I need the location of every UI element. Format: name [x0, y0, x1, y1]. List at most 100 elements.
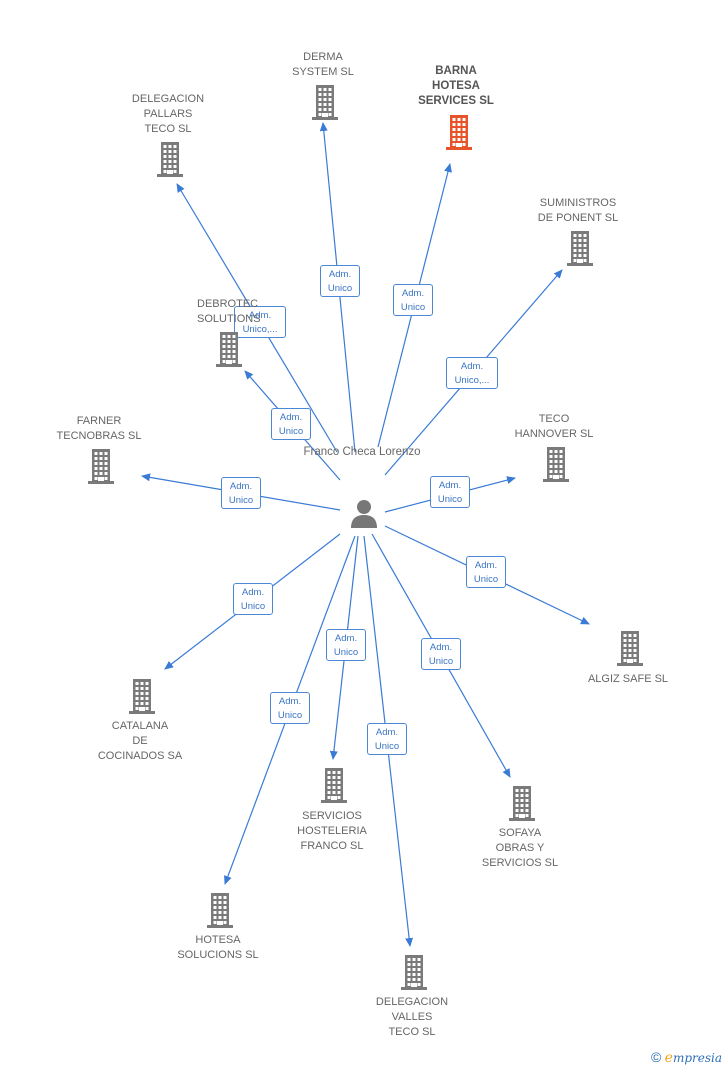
- company-name-line: TECO: [538, 413, 570, 425]
- company-name-line: SOFAYA: [498, 827, 542, 839]
- role-badge-line: Unico,...: [454, 375, 490, 386]
- building-icon[interactable]: [397, 954, 431, 990]
- role-badge-line: Unico: [400, 302, 426, 313]
- company-name-line: SYSTEM SL: [292, 66, 354, 78]
- company-name[interactable]: BARNA HOTESA SERVICES SL: [418, 64, 494, 109]
- company-name-line: DELEGACION: [375, 996, 449, 1008]
- company-name[interactable]: CATALANA DE COCINADOS SA: [98, 719, 182, 764]
- role-badge[interactable]: Adm. Unico: [393, 284, 433, 316]
- person-name[interactable]: Franco Checa Lorenzo: [303, 445, 420, 460]
- building-icon[interactable]: [613, 630, 647, 666]
- building-icon[interactable]: [153, 141, 187, 177]
- role-badge[interactable]: Adm. Unico: [270, 692, 310, 724]
- company-name-line: SERVICES SL: [418, 95, 494, 107]
- company-name-line: HOTESA: [195, 934, 241, 946]
- role-badge-line: Adm.: [460, 361, 484, 372]
- person-icon[interactable]: [349, 498, 379, 528]
- company-name-line: COCINADOS SA: [97, 750, 183, 762]
- role-badge-line: Adm.: [279, 412, 303, 423]
- building-icon[interactable]: [203, 892, 237, 928]
- role-badge[interactable]: Adm.Unico: [320, 265, 360, 297]
- person-name-line: Franco: [303, 446, 340, 458]
- company-name-line: OBRAS Y: [495, 842, 545, 854]
- person-name-line: Checa: [342, 446, 376, 458]
- role-badge[interactable]: Adm. Unico: [271, 408, 311, 440]
- role-badge-line: Unico: [277, 710, 303, 721]
- building-icon[interactable]: [308, 84, 342, 120]
- role-badge[interactable]: Adm. Unico: [421, 638, 461, 670]
- company-name-line: DE PONENT SL: [537, 212, 619, 224]
- company-name-line: SOLUTIONS: [197, 313, 261, 325]
- company-name-line: SUMINISTROS: [539, 197, 617, 209]
- role-badge-line: Unico: [278, 426, 304, 437]
- building-icon[interactable]: [212, 331, 246, 367]
- role-badge-line: Adm.: [229, 481, 253, 492]
- company-name-line: DERMA: [303, 51, 343, 63]
- role-badge-line: Unico: [428, 656, 454, 667]
- company-name[interactable]: DEBROTEC SOLUTIONS: [197, 297, 261, 327]
- company-name-line: VALLES: [391, 1011, 433, 1023]
- company-name-line: SERVICIOS: [302, 810, 362, 822]
- role-badge[interactable]: Adm. Unico: [430, 476, 470, 508]
- company-name-line: FRANCO SL: [300, 840, 364, 852]
- role-badge[interactable]: Adm.Unico: [466, 556, 506, 588]
- company-name-line: HOTESA: [432, 80, 480, 92]
- role-badge-line: Adm.: [248, 310, 272, 321]
- role-badge[interactable]: Adm. Unico,...: [234, 306, 286, 338]
- building-icon[interactable]: [125, 678, 159, 714]
- role-badge-line: Adm.: [429, 642, 453, 653]
- company-name-line: TECO SL: [144, 123, 192, 135]
- company-name[interactable]: SERVICIOS HOSTELERIA FRANCO SL: [297, 809, 367, 854]
- company-name-line: TECO SL: [388, 1026, 436, 1038]
- role-badge-line: Adm.: [375, 727, 399, 738]
- company-name[interactable]: FARNER TECNOBRAS SL: [57, 414, 142, 444]
- brand-logo-text: mpresia: [672, 1051, 722, 1065]
- company-name-line: FARNER: [76, 415, 122, 427]
- role-badge[interactable]: Adm. Unico: [367, 723, 407, 755]
- company-name-line: DEBROTEC: [197, 298, 259, 310]
- role-badge[interactable]: Adm. Unico: [221, 477, 261, 509]
- company-name-line: DELEGACION: [131, 93, 205, 105]
- building-icon[interactable]: [505, 785, 539, 821]
- role-badge-line: Unico,...: [242, 324, 278, 335]
- company-name[interactable]: DELEGACION VALLES TECO SL: [376, 995, 448, 1040]
- company-name-line: PALLARS: [143, 108, 193, 120]
- company-name[interactable]: SOFAYA OBRAS Y SERVICIOS SL: [482, 826, 558, 871]
- building-icon[interactable]: [539, 446, 573, 482]
- company-name-line: DE: [132, 735, 148, 747]
- building-icon[interactable]: [84, 448, 118, 484]
- role-badge[interactable]: Adm. Unico,...: [446, 357, 498, 389]
- role-badge-line: Unico: [374, 741, 400, 752]
- copyright-icon: ©: [650, 1049, 662, 1065]
- role-badge-line: Adm.: [328, 269, 352, 280]
- company-name[interactable]: DELEGACION PALLARS TECO SL: [132, 92, 204, 137]
- person-name-line: Lorenzo: [378, 446, 421, 458]
- company-name[interactable]: SUMINISTROS DE PONENT SL: [538, 196, 619, 226]
- company-name-line: TECNOBRAS SL: [56, 430, 142, 442]
- company-name-line: BARNA: [435, 65, 477, 77]
- building-icon[interactable]: [442, 114, 476, 150]
- role-badge-line: Unico: [333, 647, 359, 658]
- building-icon[interactable]: [317, 767, 351, 803]
- company-name-line: CATALANA: [111, 720, 169, 732]
- building-icon[interactable]: [563, 230, 597, 266]
- role-badge[interactable]: Adm. Unico: [233, 583, 273, 615]
- footer-brand[interactable]: © empresia: [651, 1049, 722, 1066]
- role-badge-line: Unico: [240, 601, 266, 612]
- role-badge-line: Adm.: [401, 288, 425, 299]
- company-name[interactable]: DERMA SYSTEM SL: [292, 50, 354, 80]
- role-badge-line: Adm.: [438, 480, 462, 491]
- brand-logo-initial: e: [664, 1050, 673, 1066]
- role-badge-line: Adm.: [278, 696, 302, 707]
- role-badge-line: Unico: [228, 495, 254, 506]
- role-badge-line: Adm.: [241, 587, 265, 598]
- role-badge-line: Unico: [437, 494, 463, 505]
- company-name[interactable]: ALGIZ SAFE SL: [588, 672, 668, 687]
- role-badge[interactable]: Adm.Unico: [326, 629, 366, 661]
- company-name-line: SERVICIOS SL: [481, 857, 559, 869]
- company-name-line: HOSTELERIA: [297, 825, 367, 837]
- role-badge-line: Adm.: [474, 560, 498, 571]
